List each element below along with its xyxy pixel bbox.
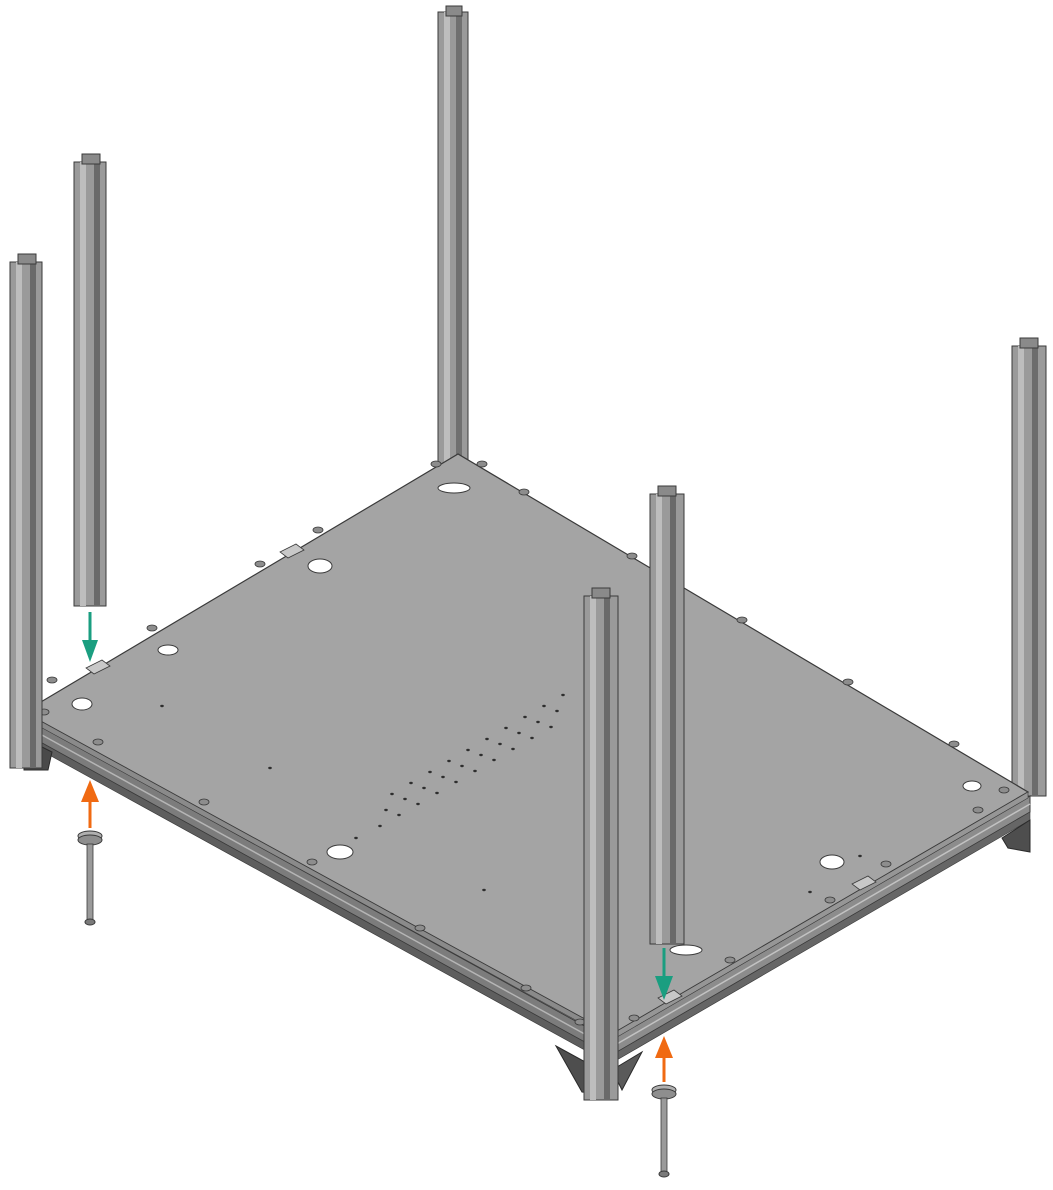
plate-small-hole <box>409 781 413 785</box>
extrusion-right <box>1011 337 1047 797</box>
insert-arrow-left <box>82 612 98 662</box>
plate-small-hole <box>482 888 486 892</box>
plate-small-hole <box>555 709 559 713</box>
plate-small-hole <box>160 704 164 708</box>
base-frame <box>21 715 1031 1065</box>
plate-small-hole <box>454 780 458 784</box>
plate-small-hole <box>530 736 534 740</box>
plate-small-hole <box>460 764 464 768</box>
plate-small-hole <box>435 791 439 795</box>
plate-small-hole <box>517 731 521 735</box>
extrusion-front-right <box>583 587 619 1101</box>
plate-small-hole <box>492 758 496 762</box>
plate-small-hole <box>473 769 477 773</box>
plate-small-hole <box>397 813 401 817</box>
plate-small-hole <box>354 836 358 840</box>
plate-small-hole <box>504 726 508 730</box>
plate-small-hole <box>403 797 407 801</box>
plate-small-hole <box>511 747 515 751</box>
plate-small-hole <box>485 737 489 741</box>
plate-small-hole <box>428 770 432 774</box>
plate-hole-grid <box>160 693 862 894</box>
plate-small-hole <box>479 753 483 757</box>
plate-small-hole <box>268 766 272 770</box>
extrusion-left-front <box>73 153 107 607</box>
plate-small-hole <box>466 748 470 752</box>
plate-small-hole <box>549 725 553 729</box>
foot-screw-right <box>651 1084 677 1178</box>
insert-arrow-right <box>655 948 673 1000</box>
plate-small-hole <box>378 824 382 828</box>
plate-small-hole <box>422 786 426 790</box>
plate-small-hole <box>561 693 565 697</box>
plate-small-hole <box>390 792 394 796</box>
screw-arrow-right <box>655 1036 673 1082</box>
plate-small-hole <box>536 720 540 724</box>
base-plate <box>22 453 1030 1041</box>
plate-small-hole <box>384 808 388 812</box>
plate-small-hole <box>441 775 445 779</box>
plate-small-hole <box>858 854 862 858</box>
foot-screw-left <box>77 830 103 926</box>
plate-small-hole <box>523 715 527 719</box>
plate-small-hole <box>808 890 812 894</box>
plate-large-holes <box>71 482 982 956</box>
plate-small-hole <box>542 704 546 708</box>
plate-brackets <box>85 543 877 1005</box>
plate-small-hole <box>416 802 420 806</box>
screw-arrow-left <box>81 780 99 828</box>
extrusion-far-left <box>9 253 43 769</box>
plate-screws <box>38 460 1010 1026</box>
plate-small-hole <box>447 759 451 763</box>
plate-small-hole <box>498 742 502 746</box>
extrusion-back <box>437 5 469 465</box>
extrusion-right-front <box>649 485 685 945</box>
